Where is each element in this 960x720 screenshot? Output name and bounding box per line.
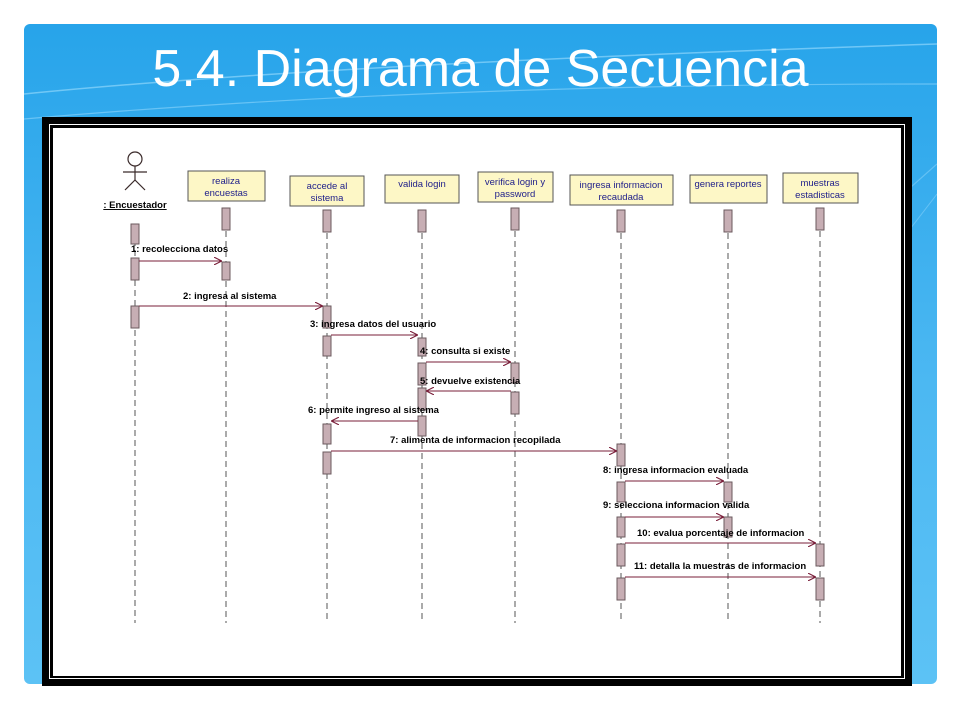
message-8: 8: ingresa informacion evaluada	[603, 465, 749, 481]
message-1: 1: recolecciona datos	[131, 244, 228, 261]
lifeline-ingresa: ingresa informacion recaudada	[569, 174, 674, 206]
lifeline-verifica: verifica login y password	[477, 171, 554, 203]
sequence-diagram: : Encuestador realiza encuestas accede a…	[103, 151, 859, 623]
lifeline-genera: genera reportes	[689, 174, 768, 204]
lifeline-label: valida login	[398, 179, 446, 190]
message-label: 1: recolecciona datos	[131, 244, 228, 255]
message-3: 3: ingresa datos del usuario	[310, 319, 436, 335]
lifeline-accede: accede al sistema	[289, 175, 365, 207]
activation-bars	[130, 207, 825, 601]
actor-stick-figure-icon	[123, 151, 147, 191]
lifeline-label: ingresa informacion	[580, 180, 663, 191]
actor-name: : Encuestador	[103, 200, 167, 211]
message-label: 4: consulta si existe	[420, 346, 510, 357]
lifeline-realiza: realiza encuestas	[187, 170, 266, 202]
lifeline-label: genera reportes	[694, 179, 761, 190]
message-2: 2: ingresa al sistema	[139, 291, 322, 306]
message-10: 10: evalua porcentaje de informacion	[625, 528, 815, 543]
message-label: 6: permite ingreso al sistema	[308, 405, 440, 416]
message-11: 11: detalla la muestras de informacion	[625, 561, 815, 577]
message-label: 5: devuelve existencia	[420, 376, 521, 387]
message-label: 2: ingresa al sistema	[183, 291, 277, 302]
lifeline-label: verifica login y	[485, 177, 545, 188]
sequence-diagram-canvas: : Encuestador realiza encuestas accede a…	[53, 128, 901, 676]
lifeline-valida: valida login	[384, 174, 460, 204]
lifeline-muestras: muestras estadisticas	[782, 172, 859, 204]
lifeline-label: recaudada	[599, 192, 645, 203]
message-label: 11: detalla la muestras de informacion	[634, 561, 806, 572]
message-label: 3: ingresa datos del usuario	[310, 319, 436, 330]
message-label: 9: selecciona informacion valida	[603, 500, 750, 511]
message-4: 4: consulta si existe	[420, 346, 510, 362]
message-label: 10: evalua porcentaje de informacion	[637, 528, 805, 539]
lifeline-label: estadisticas	[795, 190, 845, 201]
message-9: 9: selecciona informacion valida	[603, 500, 750, 517]
message-7: 7: alimenta de informacion recopilada	[331, 435, 616, 451]
message-5: 5: devuelve existencia	[420, 376, 521, 391]
message-label: 7: alimenta de informacion recopilada	[390, 435, 561, 446]
message-6: 6: permite ingreso al sistema	[308, 405, 440, 421]
lifeline-label: accede al	[307, 181, 348, 192]
lifeline-label: sistema	[311, 193, 344, 204]
lifeline-label: password	[495, 189, 536, 200]
lifeline-label: muestras	[800, 178, 839, 189]
lifeline-label: encuestas	[204, 188, 248, 199]
slide-title: 5.4. Diagrama de Secuencia	[152, 40, 809, 98]
message-label: 8: ingresa informacion evaluada	[603, 465, 749, 476]
lifeline-label: realiza	[212, 176, 241, 187]
actor-encuestador: : Encuestador	[103, 151, 167, 211]
